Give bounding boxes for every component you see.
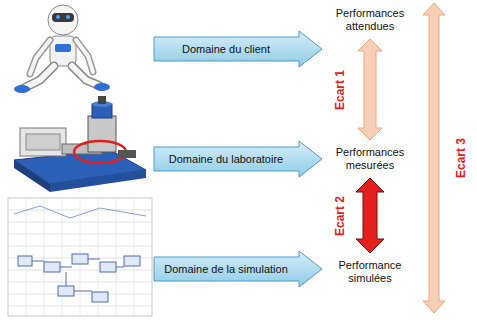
simulation-screenshot-part [26,198,134,316]
domain-label: Domaine du client [153,43,299,56]
domain-label: Domaine de la simulation [153,263,299,276]
lab-bench-illustration-part [98,96,106,104]
block-arrow-outline [154,31,322,67]
gap-arrow [356,178,384,253]
robot-illustration-part [24,66,54,88]
performance-text: Performance simulées [320,259,420,285]
block-arrow-outline [154,141,322,177]
lab-bench-illustration-part [88,116,116,152]
simulation-screenshot-part [18,256,32,266]
simulation-screenshot-part [44,262,60,272]
performance-label: Performances attendues [320,7,420,33]
lab-bench-illustration-part [14,160,50,192]
gap-arrow [358,39,382,140]
robot-illustration-part [55,44,71,52]
domain-arrow: Domaine du client [153,30,323,68]
domain-label: Domaine du laboratoire [153,153,299,166]
simulation-screenshot-part [100,262,116,272]
robot-illustration [14,5,110,93]
simulation-screenshot-part [92,292,108,302]
robot-illustration-part [50,36,76,66]
robot-illustration-part [48,5,78,35]
simulation-screenshot [8,198,152,316]
robot-illustration-part [52,13,74,22]
lab-bench-illustration-part [20,128,66,156]
robot-illustration-part [14,85,30,93]
domain-arrow: Domaine du laboratoire [153,140,323,178]
robot-illustration-part [24,66,54,88]
robot-illustration-part [56,15,60,19]
simulation-screenshot-part [58,286,74,296]
gap-label: Ecart 2 [333,195,347,235]
lab-bench-illustration-part [118,150,136,158]
lab-bench-illustration-part [50,170,146,192]
performance-label: Performances mesurées [320,146,420,172]
gap-label: Ecart 1 [333,69,347,109]
performance-label: Performance simulées [320,259,420,285]
performance-text: Performances attendues [320,7,420,33]
simulation-screenshot-part [8,198,152,316]
simulation-screenshot-part [124,256,140,266]
lab-bench-illustration-part [26,134,60,150]
simulation-screenshot-part [14,206,146,218]
lab-bench-illustration [14,96,146,192]
performance-text: Performances mesurées [320,146,420,172]
simulation-screenshot-part [32,259,124,291]
robot-illustration-part [72,66,100,86]
domain-arrow: Domaine de la simulation [153,250,323,288]
robot-illustration-part [66,15,70,19]
robot-illustration-part [72,66,100,86]
block-arrow-outline [154,251,322,287]
gap-label: Ecart 3 [454,138,468,178]
robot-illustration-part [94,83,110,91]
simulation-screenshot-part [72,254,88,264]
gap-arrow [423,3,445,313]
